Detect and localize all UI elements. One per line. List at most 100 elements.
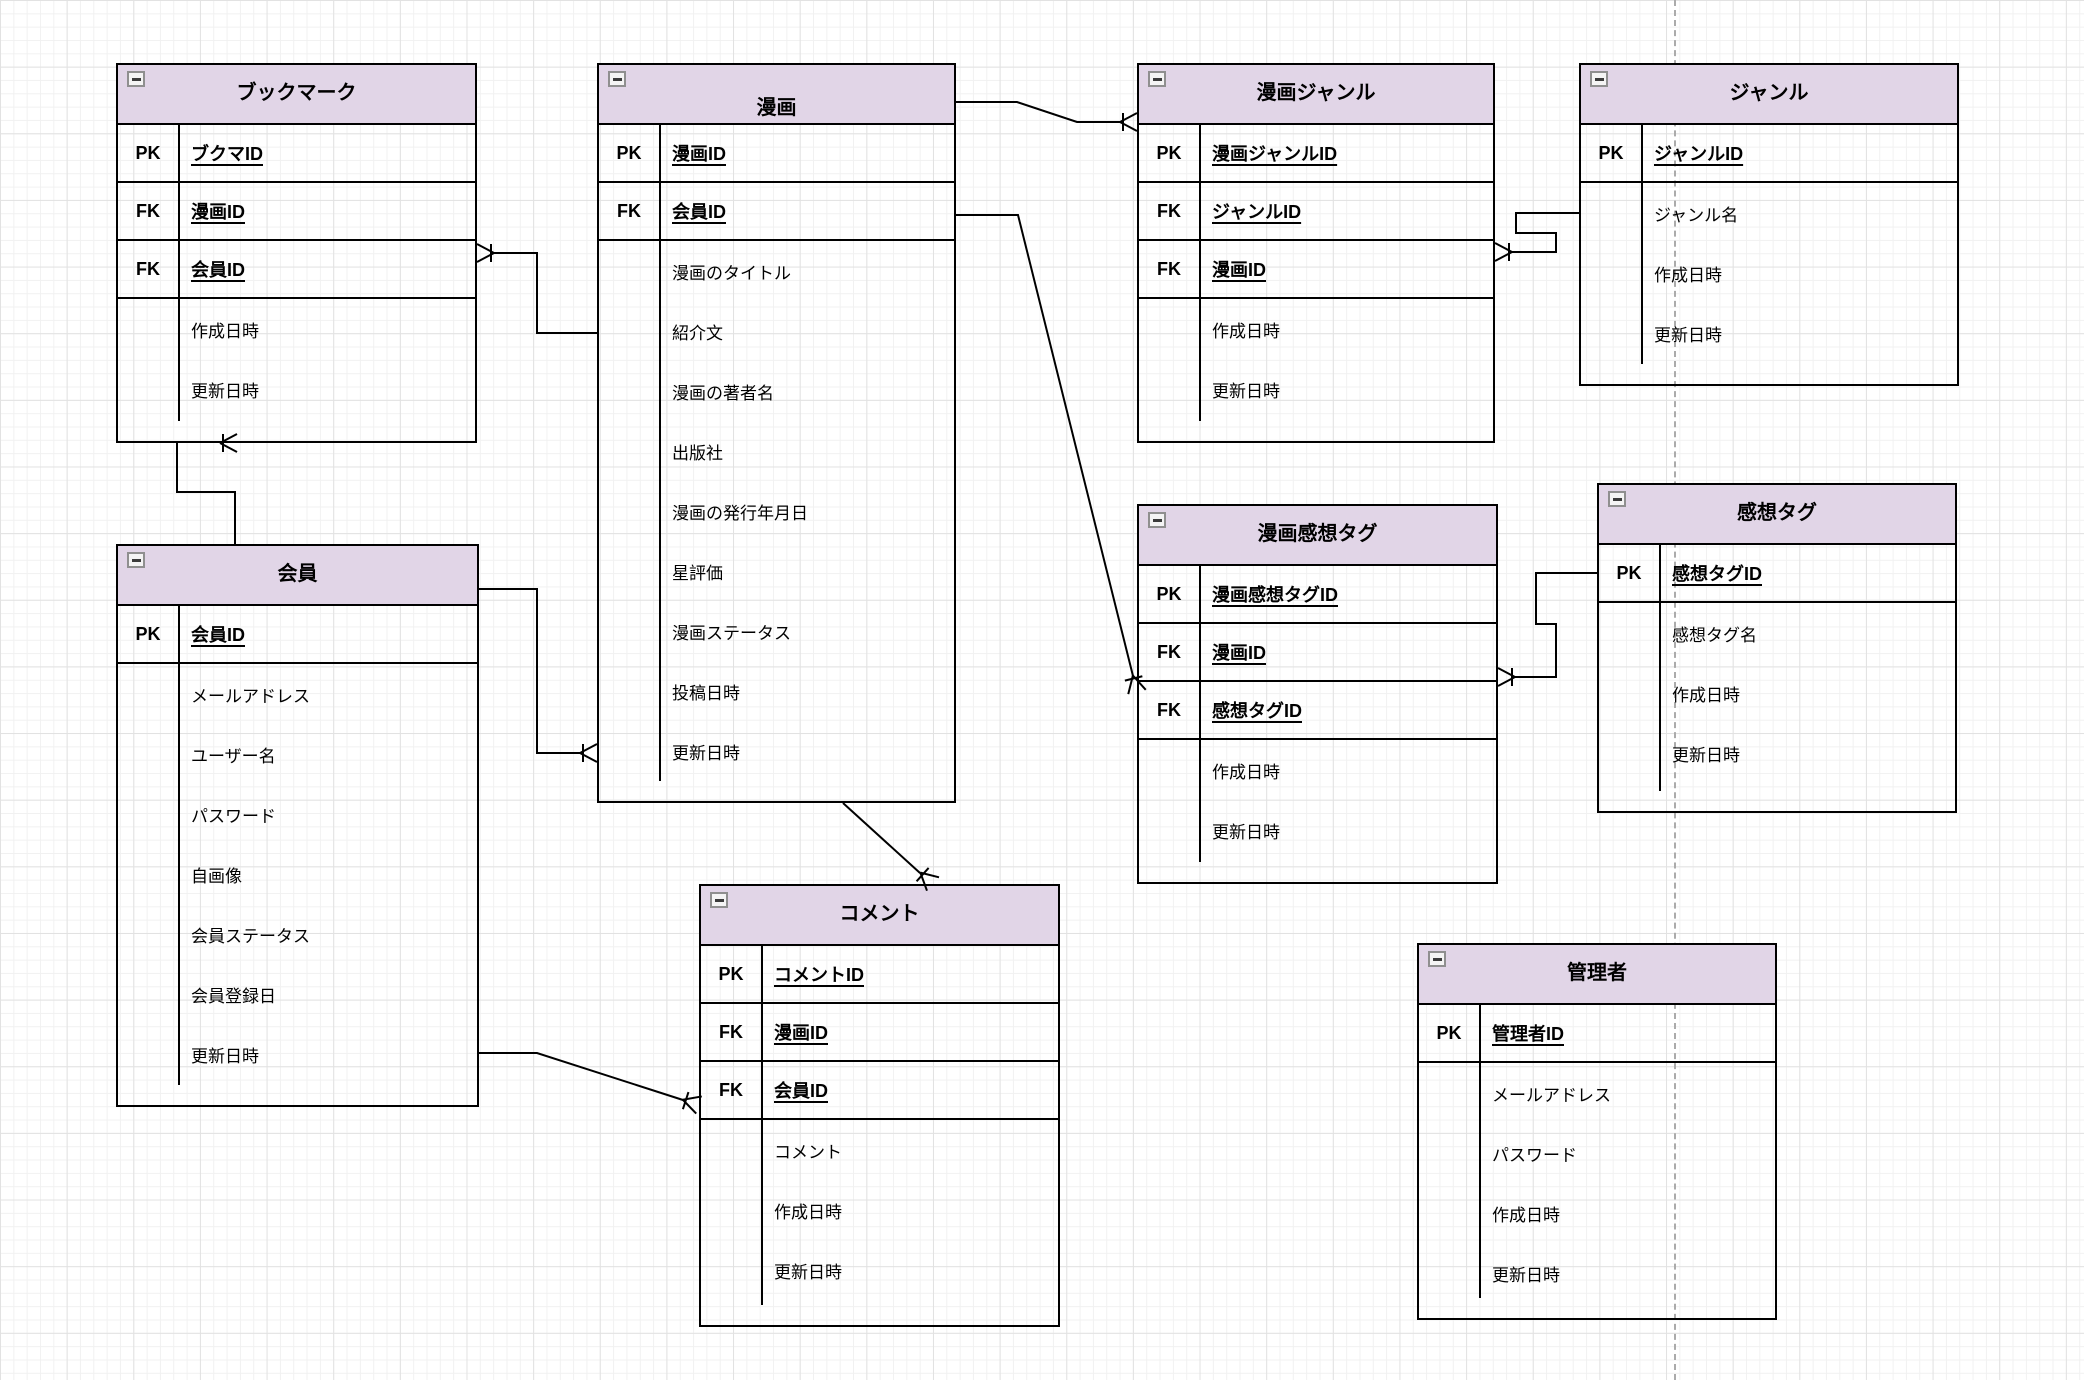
table-row[interactable]: コメント: [701, 1120, 1058, 1180]
table-row[interactable]: PK 管理者ID: [1419, 1005, 1775, 1063]
edge-member-to-bookmark[interactable]: [176, 443, 236, 544]
table-row[interactable]: 会員登録日: [118, 964, 477, 1024]
table-row[interactable]: 更新日時: [118, 359, 475, 419]
collapse-button[interactable]: [710, 892, 728, 908]
collapse-button[interactable]: [127, 552, 145, 568]
table-row[interactable]: 更新日時: [1139, 800, 1496, 860]
edge-manga-to-manga-review-tag[interactable]: [956, 214, 1134, 677]
key-column-divider: [1199, 125, 1201, 421]
collapse-button[interactable]: [1608, 491, 1626, 507]
field-name-cell: 漫画ステータス: [672, 623, 791, 643]
table-row[interactable]: 更新日時: [1599, 723, 1955, 783]
table-header-bookmark[interactable]: ブックマーク: [118, 65, 475, 125]
table-header-manga[interactable]: 漫画: [599, 65, 954, 125]
table-row[interactable]: 漫画の発行年月日: [599, 481, 954, 541]
table-row[interactable]: パスワード: [1419, 1123, 1775, 1183]
table-row[interactable]: パスワード: [118, 784, 477, 844]
table-row[interactable]: 感想タグ名: [1599, 603, 1955, 663]
table-row[interactable]: 漫画のタイトル: [599, 241, 954, 301]
collapse-button[interactable]: [1148, 512, 1166, 528]
table-row[interactable]: メールアドレス: [118, 664, 477, 724]
key-type-cell: PK: [1436, 1022, 1462, 1043]
table-row[interactable]: 作成日時: [1419, 1183, 1775, 1243]
collapse-button[interactable]: [1590, 71, 1608, 87]
table-header-comment[interactable]: コメント: [701, 886, 1058, 946]
table-header-member[interactable]: 会員: [118, 546, 477, 606]
edge-manga-to-comment[interactable]: [842, 802, 921, 874]
edge-member-to-comment[interactable]: [479, 1052, 684, 1101]
table-row[interactable]: 更新日時: [118, 1024, 477, 1084]
table-row[interactable]: 更新日時: [1581, 303, 1957, 363]
table-row[interactable]: 作成日時: [118, 299, 475, 359]
edge-member-to-manga[interactable]: [479, 588, 580, 754]
table-row[interactable]: 更新日時: [701, 1240, 1058, 1300]
collapse-button[interactable]: [127, 71, 145, 87]
table-row[interactable]: 作成日時: [1139, 299, 1493, 359]
table-row[interactable]: 漫画の著者名: [599, 361, 954, 421]
table-row[interactable]: 星評価: [599, 541, 954, 601]
table-row[interactable]: 更新日時: [1139, 359, 1493, 419]
collapse-button[interactable]: [608, 71, 626, 87]
field-name-cell: 更新日時: [1654, 325, 1722, 345]
table-row[interactable]: 紹介文: [599, 301, 954, 361]
table-header-genre[interactable]: ジャンル: [1581, 65, 1957, 125]
table-admin[interactable]: 管理者 PK 管理者ID メールアドレスパスワード作成日時更新日時: [1417, 943, 1777, 1320]
table-row[interactable]: 出版社: [599, 421, 954, 481]
edge-manga-to-manga-genre[interactable]: [956, 101, 1120, 123]
field-name-cell: 漫画のタイトル: [672, 263, 791, 283]
table-row[interactable]: 作成日時: [701, 1180, 1058, 1240]
table-row[interactable]: 作成日時: [1599, 663, 1955, 723]
table-row[interactable]: 会員ステータス: [118, 904, 477, 964]
table-row[interactable]: 自画像: [118, 844, 477, 904]
table-header-review-tag[interactable]: 感想タグ: [1599, 485, 1955, 545]
collapse-button[interactable]: [1148, 71, 1166, 87]
table-row[interactable]: 漫画ステータス: [599, 601, 954, 661]
key-type-cell: PK: [718, 963, 744, 984]
table-header-admin[interactable]: 管理者: [1419, 945, 1775, 1005]
edge-review-tag-to-manga-review-tag[interactable]: [1515, 572, 1597, 678]
table-row[interactable]: 作成日時: [1581, 243, 1957, 303]
table-row[interactable]: 作成日時: [1139, 740, 1496, 800]
table-row[interactable]: 更新日時: [1419, 1243, 1775, 1303]
field-name-cell: 出版社: [672, 443, 723, 463]
table-header-manga-genre[interactable]: 漫画ジャンル: [1139, 65, 1493, 125]
table-row[interactable]: メールアドレス: [1419, 1063, 1775, 1123]
edge-manga-to-bookmark[interactable]: [494, 252, 597, 334]
field-name-cell: 管理者ID: [1492, 1024, 1564, 1044]
table-row[interactable]: ユーザー名: [118, 724, 477, 784]
table-header-manga-review-tag[interactable]: 漫画感想タグ: [1139, 506, 1496, 566]
edge-genre-to-manga-genre[interactable]: [1512, 212, 1579, 253]
table-row[interactable]: 投稿日時: [599, 661, 954, 721]
collapse-button[interactable]: [1428, 951, 1446, 967]
field-name-cell: 会員ID: [191, 625, 245, 645]
field-name-cell: 漫画の著者名: [672, 383, 774, 403]
field-name-cell: 更新日時: [672, 743, 740, 763]
table-row[interactable]: ジャンル名: [1581, 183, 1957, 243]
table-row[interactable]: 更新日時: [599, 721, 954, 781]
